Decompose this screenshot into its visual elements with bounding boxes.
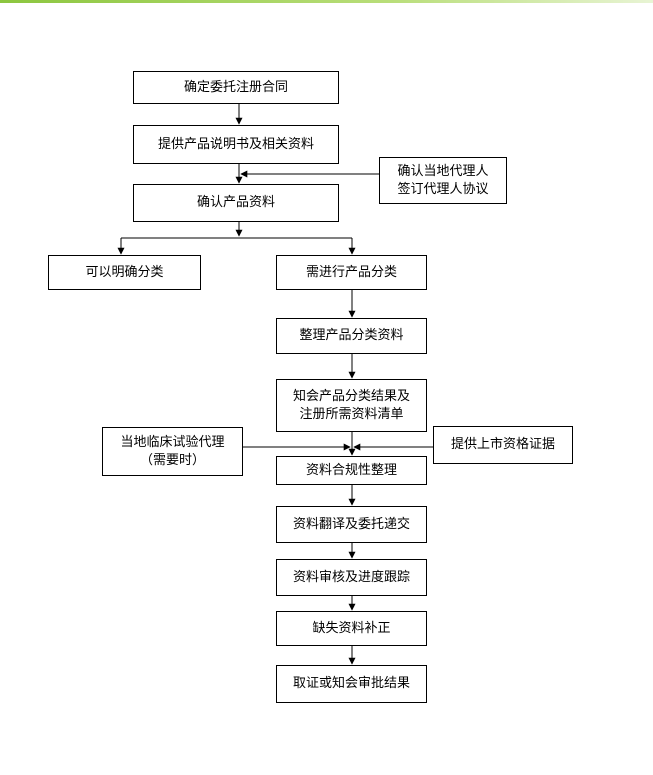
step-confirm-docs-box: 确认产品资料 [133,184,339,222]
step-local-agent-box: 确认当地代理人 签订代理人协议 [379,157,507,204]
step-organize-box: 整理产品分类资料 [276,318,427,354]
step-notify-box: 知会产品分类结果及 注册所需资料清单 [276,379,427,432]
step-compliance-box: 资料合规性整理 [276,456,427,485]
step-review-box: 资料审核及进度跟踪 [276,559,427,596]
step-provide-docs-box: 提供产品说明书及相关资料 [133,125,339,164]
top-accent-bar [0,0,653,3]
step-need-classify-box: 需进行产品分类 [276,255,427,290]
step-translate-box: 资料翻译及委托递交 [276,506,427,543]
step-contract-box: 确定委托注册合同 [133,71,339,104]
step-market-evidence-box: 提供上市资格证据 [433,426,573,464]
step-supplement-box: 缺失资料补正 [276,611,427,646]
step-clinical-agent-box: 当地临床试验代理 （需要时） [102,427,243,476]
step-result-box: 取证或知会审批结果 [276,665,427,703]
step-can-classify-box: 可以明确分类 [48,255,201,290]
